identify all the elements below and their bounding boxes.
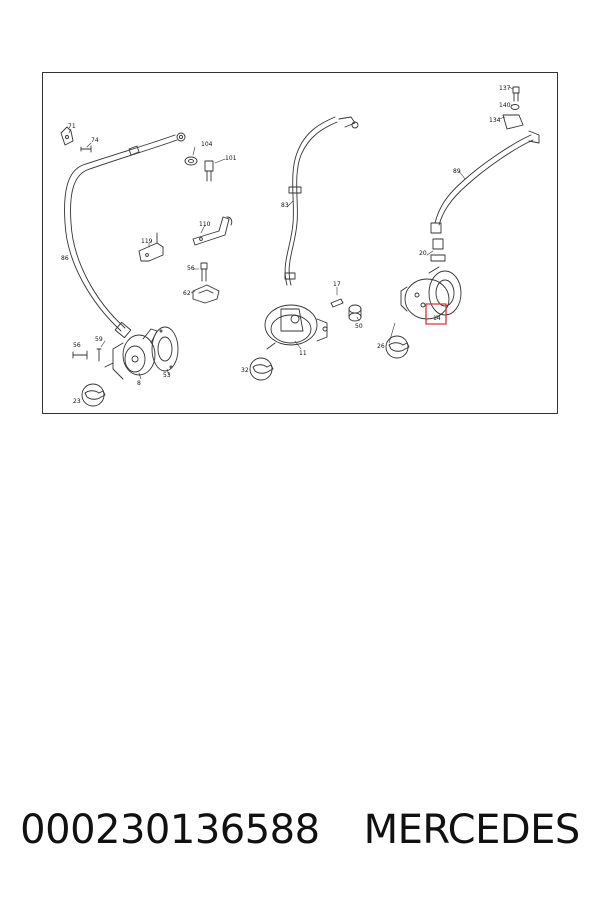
- cap-50: [348, 304, 362, 322]
- bolt-74: [80, 145, 92, 153]
- callout-89: 89: [453, 168, 461, 175]
- bracket-134: [502, 114, 524, 130]
- callout-56-middle: 56: [187, 265, 195, 272]
- callout-71: 71: [68, 123, 76, 130]
- union-20: [430, 238, 446, 262]
- callout-110: 110: [199, 221, 211, 228]
- callout-14: 14: [433, 315, 441, 322]
- callout-53: 53: [163, 372, 171, 379]
- callout-8: 8: [137, 380, 141, 387]
- hose-86: [64, 132, 186, 339]
- bracket-110: [192, 216, 233, 246]
- callout-32: 32: [241, 367, 249, 374]
- callout-23: 23: [73, 398, 81, 405]
- highlight-box-14: [425, 303, 447, 325]
- washer-140: [510, 104, 520, 110]
- brand-name: MERCEDES: [363, 807, 581, 853]
- wrench-icon-26: [385, 335, 410, 359]
- callout-86: 86: [61, 255, 69, 262]
- callout-20: 20: [419, 250, 427, 257]
- part-number: 000230136588: [20, 807, 320, 853]
- leader-lines: [68, 86, 514, 380]
- callout-50: 50: [355, 323, 363, 330]
- parts-diagram-drawing: 71 74 104 101 86 119 110 56 62 83 17 50 …: [60, 85, 540, 407]
- clip-62: [192, 284, 220, 304]
- callout-137: 137: [499, 85, 511, 92]
- unit-14: [400, 266, 462, 320]
- wrench-icon-32: [249, 357, 274, 381]
- fitting-17: [330, 298, 344, 308]
- callout-11: 11: [299, 350, 307, 357]
- bolt-56-middle: [200, 262, 208, 282]
- bolt-59: [96, 348, 102, 362]
- washer-104: [184, 156, 198, 166]
- callout-104: 104: [201, 141, 213, 148]
- wrench-icon-23: [81, 383, 106, 407]
- hose-89: [430, 130, 540, 234]
- callout-74: 74: [91, 137, 99, 144]
- callout-labels: 71 74 104 101 86 119 110 56 62 83 17 50 …: [61, 85, 511, 405]
- callout-119: 119: [141, 238, 153, 245]
- callout-101: 101: [225, 155, 237, 162]
- callout-26: 26: [377, 343, 385, 350]
- callout-140: 140: [499, 102, 511, 109]
- parts-diagram: 71 74 104 101 86 119 110 56 62 83 17 50 …: [42, 72, 558, 414]
- bolt-56-left: [72, 350, 88, 360]
- part-caption: 000230136588 MERCEDES: [0, 800, 600, 860]
- callout-59: 59: [95, 336, 103, 343]
- callout-62: 62: [183, 290, 191, 297]
- callout-83: 83: [281, 202, 289, 209]
- gasket-53: [151, 326, 179, 372]
- bolt-137: [512, 86, 520, 102]
- bolt-101: [204, 160, 214, 182]
- hose-83: [284, 116, 359, 286]
- bracket-119: [138, 232, 164, 262]
- callout-134: 134: [489, 117, 501, 124]
- callout-56-left: 56: [73, 342, 81, 349]
- unit-11: [264, 304, 328, 350]
- callout-17: 17: [333, 281, 341, 288]
- bracket-71: [60, 126, 74, 146]
- unit-8: [104, 328, 158, 380]
